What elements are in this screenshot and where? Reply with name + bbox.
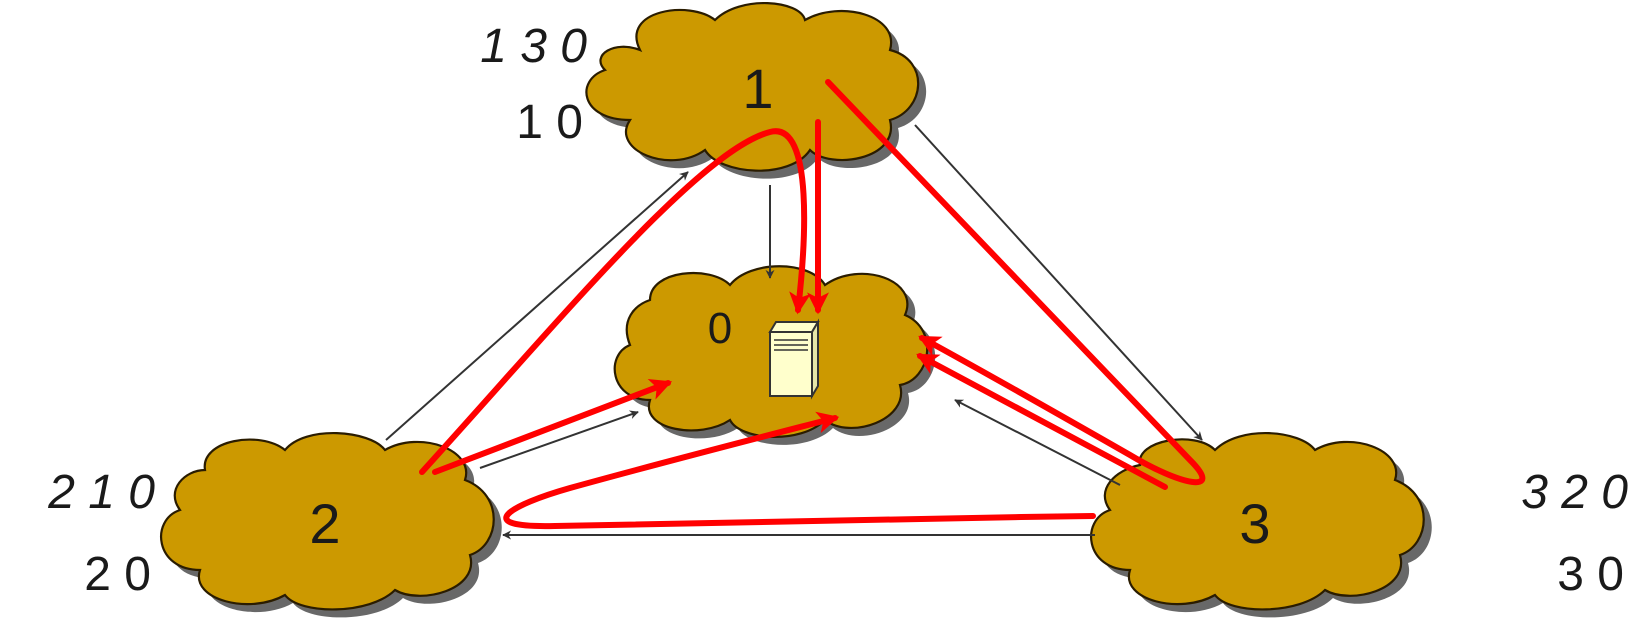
cloud-node-1: 1	[585, 1, 927, 179]
cloud-node-0: 0	[613, 265, 936, 445]
route-3-2-0	[503, 411, 1096, 530]
links	[385, 124, 1203, 540]
cloud-node-2: 2	[159, 432, 502, 618]
server-icon	[768, 318, 820, 400]
routes	[419, 79, 1206, 530]
route-1-3-0	[825, 79, 1206, 486]
best-path-3: 3 0	[1557, 548, 1624, 601]
node-label-2: 2	[309, 492, 340, 555]
link-1-to-3	[914, 124, 1203, 441]
best-path-2: 2 0	[84, 548, 151, 601]
node-label-0: 0	[708, 304, 732, 353]
link-2-to-0	[479, 410, 639, 469]
alt-path-2: 2 1 0	[47, 466, 155, 519]
path-table-1: 1 3 0 1 0	[480, 20, 587, 149]
node-label-3: 3	[1239, 492, 1270, 555]
alt-path-3: 3 2 0	[1521, 466, 1628, 519]
link-2-to-1	[385, 171, 689, 441]
best-path-1: 1 0	[516, 96, 583, 149]
route-2-0-direct	[432, 379, 673, 475]
node-label-1: 1	[742, 57, 773, 120]
route-2-1-0	[419, 128, 811, 475]
path-table-2: 2 1 0 2 0	[47, 466, 155, 601]
path-table-3: 3 2 0 3 0	[1521, 466, 1628, 601]
alt-path-1: 1 3 0	[480, 20, 587, 73]
link-3-to-0	[954, 399, 1121, 486]
route-3-0-direct	[916, 353, 1168, 490]
